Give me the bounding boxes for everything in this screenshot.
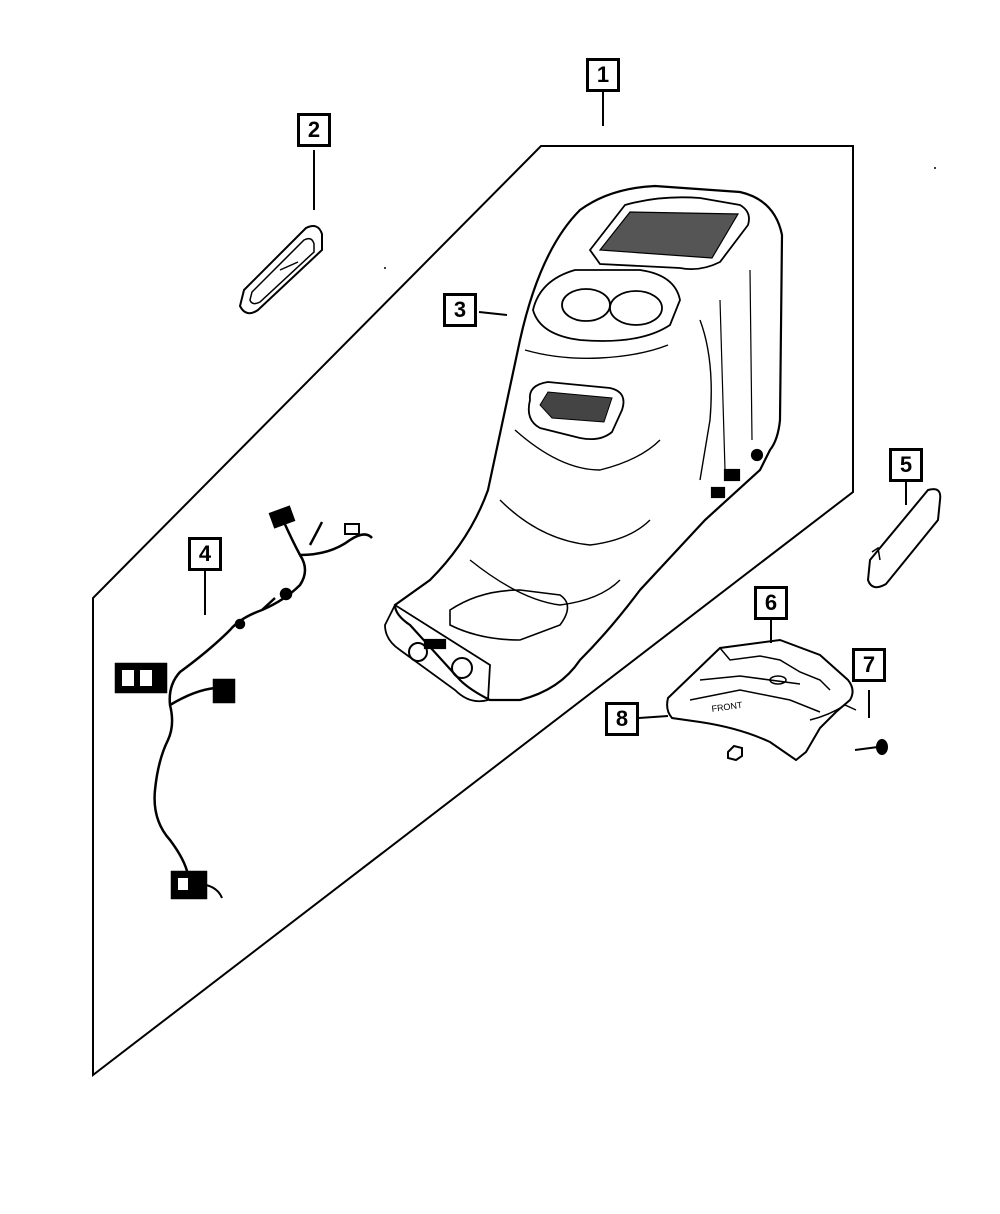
front-marking: FRONT — [711, 700, 744, 714]
callout-5: 5 — [889, 448, 923, 482]
callout-3: 3 — [443, 293, 477, 327]
leader-line-3 — [478, 311, 508, 316]
bracket-part-6: FRONT — [666, 638, 857, 762]
callout-2: 2 — [297, 113, 331, 147]
bolt-part-7 — [854, 739, 888, 755]
leader-lines — [204, 92, 907, 719]
trim-bezel-part-2 — [238, 225, 323, 315]
callout-8: 8 — [605, 702, 639, 736]
stray-mark — [934, 167, 936, 169]
leader-line-8 — [638, 715, 669, 719]
callout-7: 7 — [852, 648, 886, 682]
assembly-outline — [92, 145, 854, 1078]
wiring-harness-part-4 — [114, 505, 373, 900]
callout-1: 1 — [586, 58, 620, 92]
callout-6: 6 — [754, 586, 788, 620]
trim-plate-part-5 — [866, 488, 942, 589]
callout-4: 4 — [188, 537, 222, 571]
stray-mark — [384, 267, 386, 269]
nut-part-8 — [727, 744, 743, 762]
center-console-part-3 — [384, 184, 784, 703]
